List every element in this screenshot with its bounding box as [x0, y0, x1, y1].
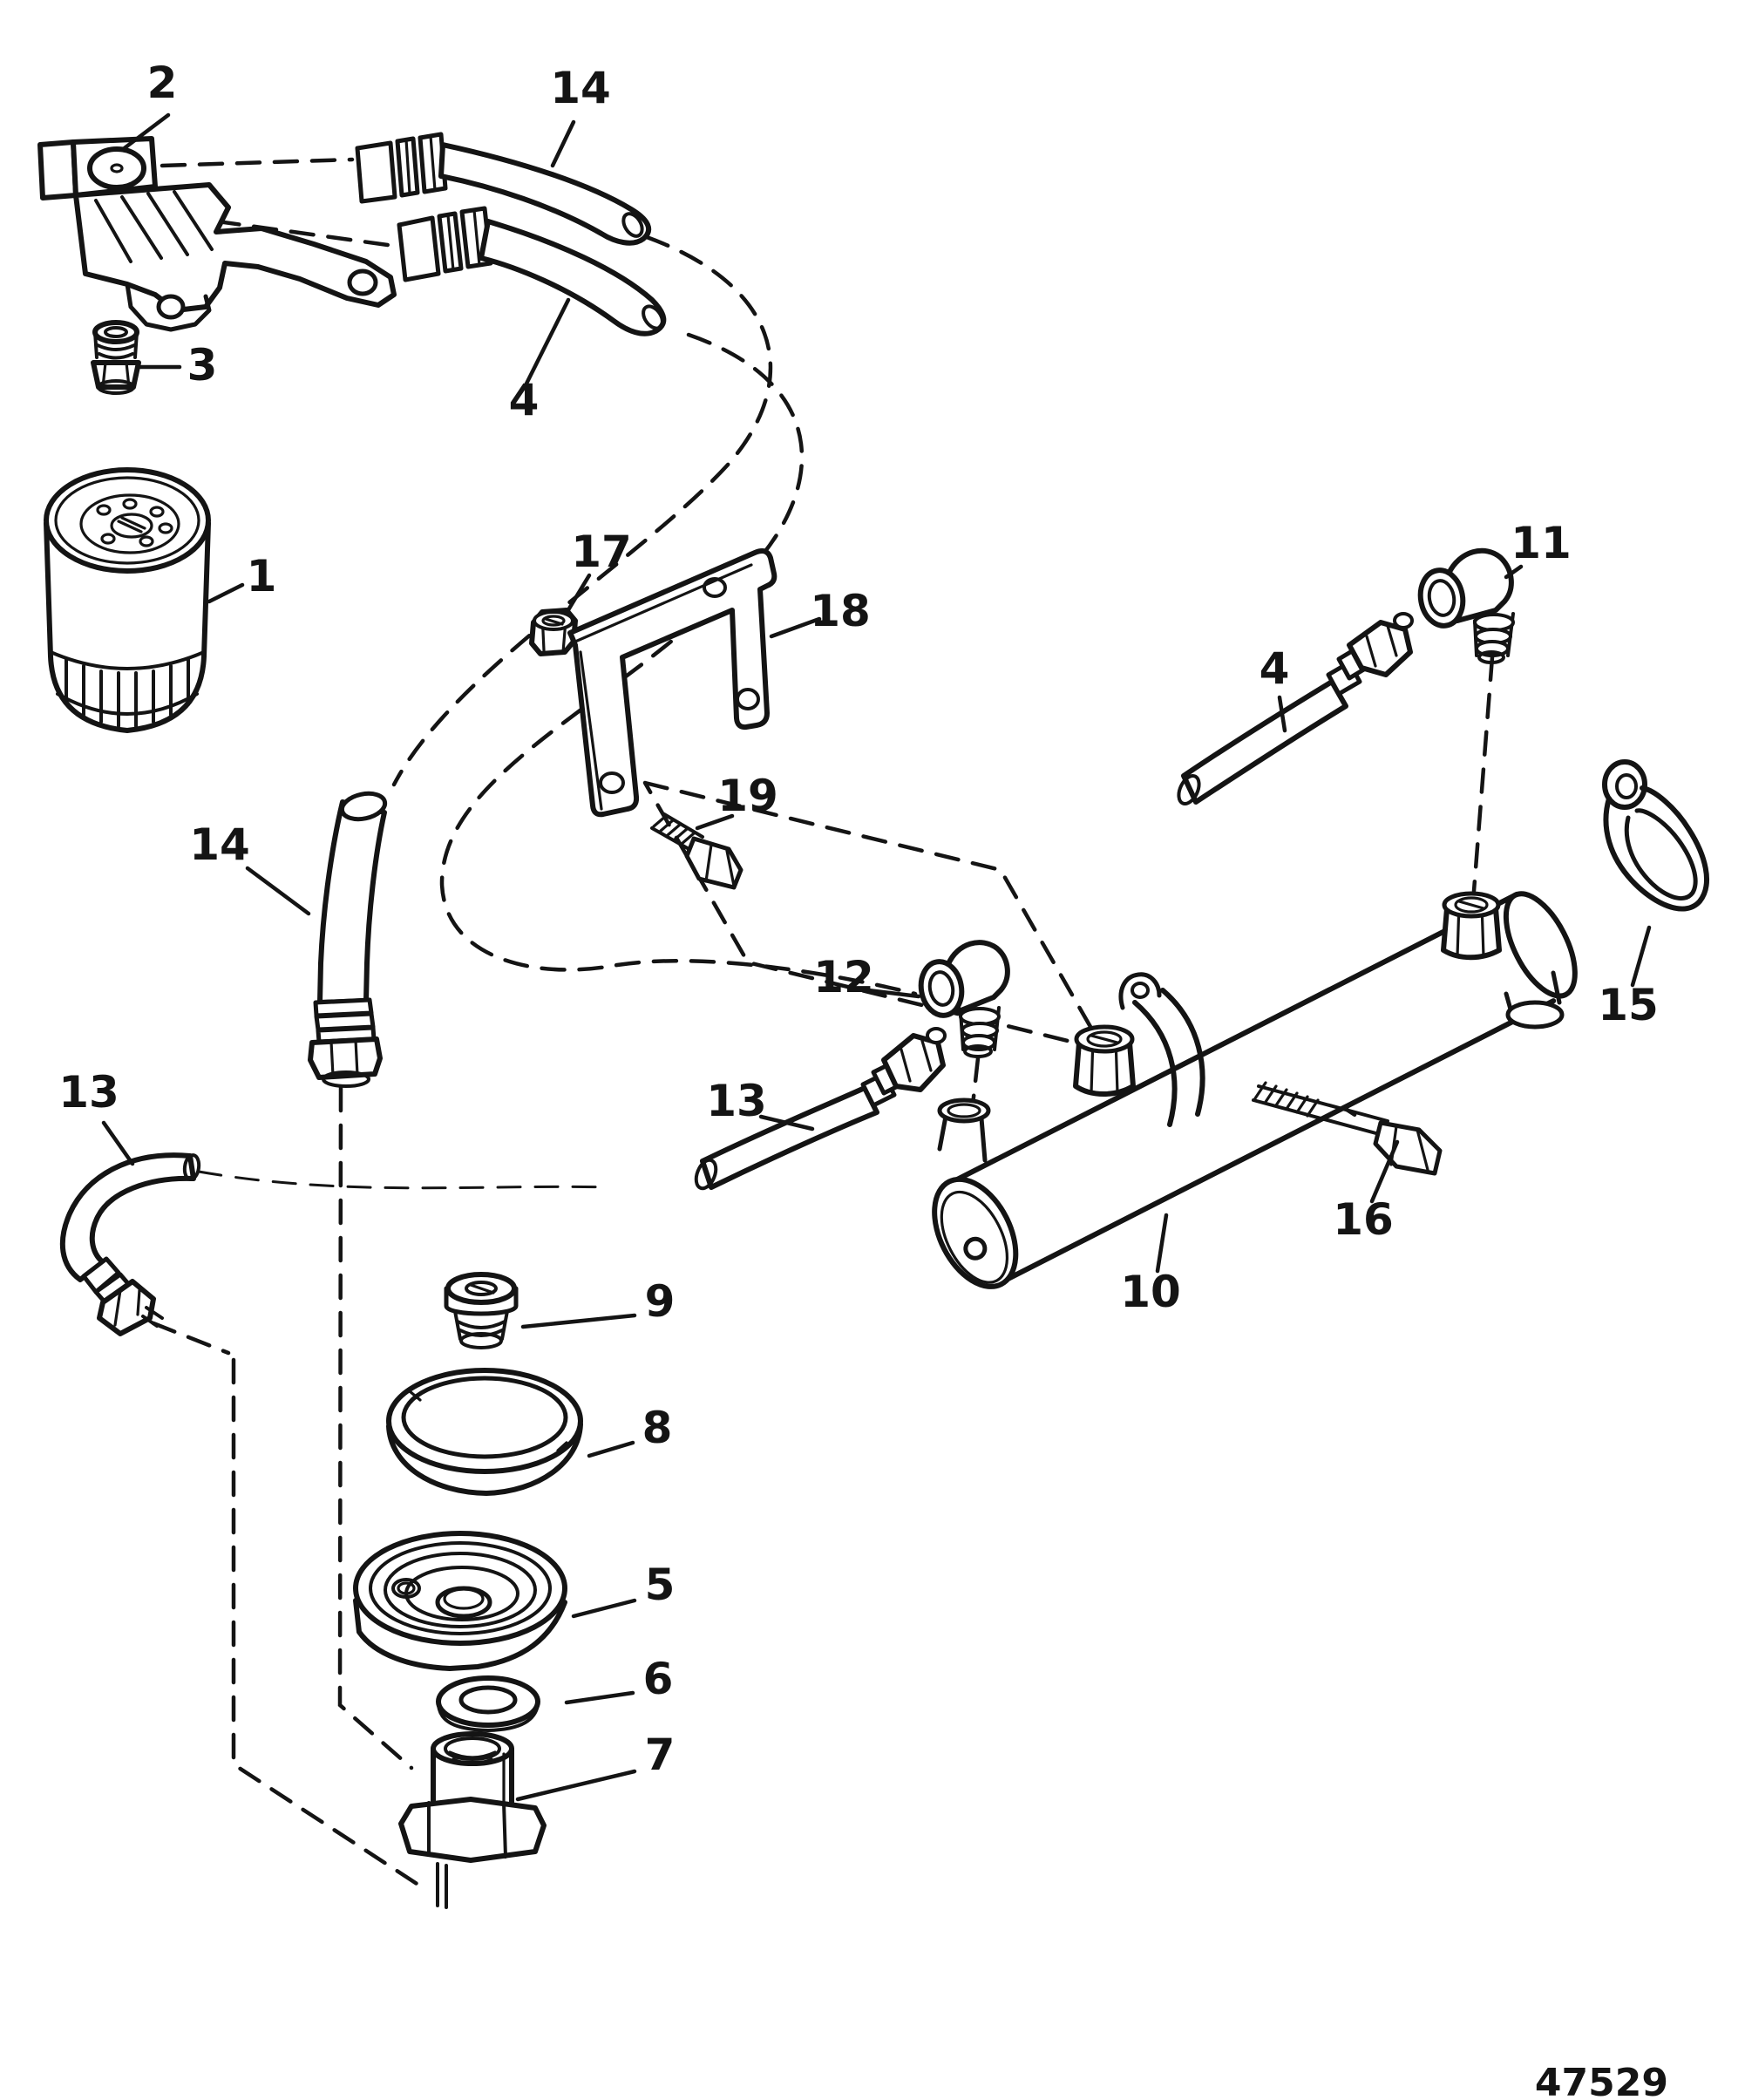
- callout-leader-8: [587, 1440, 635, 1458]
- callout-layer: 2 14 4 3 1 17 18 11 4 19 14 12 15 13 13 9 8 5 6 7 10 16: [58, 58, 1659, 1802]
- hose-part-4-right: [1177, 612, 1414, 805]
- filter-bracket-part-2: [37, 136, 397, 332]
- callout-2: 2: [147, 58, 178, 108]
- callout-leader-9: [520, 1313, 637, 1329]
- screw-part-19: [650, 812, 743, 890]
- callout-5: 5: [645, 1560, 676, 1610]
- callout-leader-19: [695, 813, 735, 831]
- elbow-fitting-part-11: [1417, 547, 1515, 664]
- callout-9: 9: [645, 1276, 676, 1327]
- callout-4-top: 4: [509, 375, 540, 425]
- callout-leader-4-top: [524, 297, 571, 386]
- callout-leader-5: [571, 1598, 637, 1619]
- oil-cooler-part-10: [932, 891, 1578, 1289]
- hose-part-14-top: [355, 132, 652, 246]
- elbow-fitting-part-12: [918, 940, 1010, 1058]
- callout-leader-4-right: [1277, 695, 1287, 733]
- callout-leader-14-left: [245, 866, 311, 916]
- hose-part-13-left: [59, 1152, 201, 1336]
- adaptor-bowl-part-5: [353, 1531, 567, 1671]
- callout-leader-13-mid: [758, 1114, 815, 1132]
- callout-15: 15: [1598, 980, 1659, 1030]
- callout-14-top: 14: [550, 63, 611, 113]
- callout-leader-7: [515, 1769, 637, 1802]
- fitting-part-9: [444, 1272, 519, 1349]
- hose-part-13-middle: [694, 1027, 947, 1191]
- callout-leader-13-left: [101, 1120, 135, 1166]
- callout-leader-1: [207, 582, 245, 604]
- fitting-part-7: [398, 1731, 547, 1909]
- callout-17: 17: [571, 527, 632, 577]
- callout-leader-12: [866, 988, 921, 999]
- callout-13-mid: 13: [706, 1076, 767, 1126]
- fitting-part-3: [91, 320, 141, 395]
- washer-part-6: [436, 1675, 540, 1732]
- callout-12: 12: [813, 952, 874, 1002]
- callout-8: 8: [642, 1403, 673, 1453]
- hose-part-4-top: [397, 206, 667, 336]
- callout-leader-18: [769, 616, 822, 639]
- drawing-number: 47529: [1535, 2061, 1668, 2100]
- callout-3: 3: [187, 340, 218, 391]
- callout-1: 1: [247, 551, 277, 601]
- callout-leader-6: [564, 1690, 635, 1705]
- callout-6: 6: [643, 1654, 674, 1704]
- callout-leader-15: [1630, 925, 1652, 988]
- callout-18: 18: [810, 586, 871, 636]
- oil-filter-part-1: [44, 467, 211, 733]
- callout-leader-17: [564, 573, 592, 615]
- gasket-ring-part-8: [386, 1368, 583, 1496]
- callout-16: 16: [1333, 1194, 1394, 1245]
- callout-11: 11: [1511, 518, 1572, 568]
- callout-7: 7: [645, 1730, 676, 1780]
- callout-leader-11: [1504, 564, 1524, 580]
- callout-leader-10: [1155, 1213, 1169, 1274]
- callout-19: 19: [717, 771, 778, 821]
- callout-13-left: 13: [58, 1067, 119, 1118]
- callout-10: 10: [1120, 1267, 1181, 1317]
- callout-leader-14-top: [550, 119, 576, 168]
- callout-14-left: 14: [189, 819, 250, 870]
- bracket-part-18: [567, 548, 777, 818]
- clamp-part-15: [1602, 759, 1709, 912]
- callout-leader-16: [1369, 1139, 1400, 1204]
- callout-leader-2: [119, 112, 171, 153]
- hose-part-14-left: [308, 791, 388, 1088]
- callout-4-right: 4: [1260, 643, 1290, 694]
